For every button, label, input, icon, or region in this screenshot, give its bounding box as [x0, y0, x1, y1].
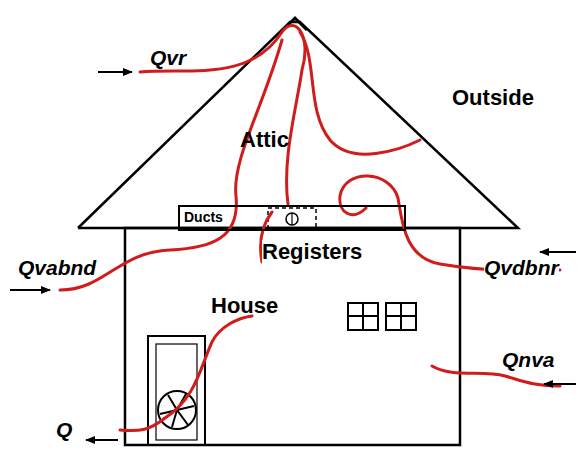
flow-label: Qnva — [502, 348, 555, 371]
attic-region: AtticDucts — [78, 20, 520, 228]
flow-label: Qvr — [150, 46, 186, 69]
flow-label: Qvdbnr — [484, 256, 559, 279]
node-label: Attic — [240, 128, 289, 152]
flow-label: Qvabnd — [18, 256, 96, 279]
region-label: Outside — [452, 86, 534, 110]
flow-label: Q — [56, 418, 72, 441]
duct-box: Ducts — [178, 205, 406, 231]
node-label: Ducts — [184, 210, 223, 225]
register-label: Registers — [262, 240, 362, 264]
node-label: House — [211, 294, 278, 318]
